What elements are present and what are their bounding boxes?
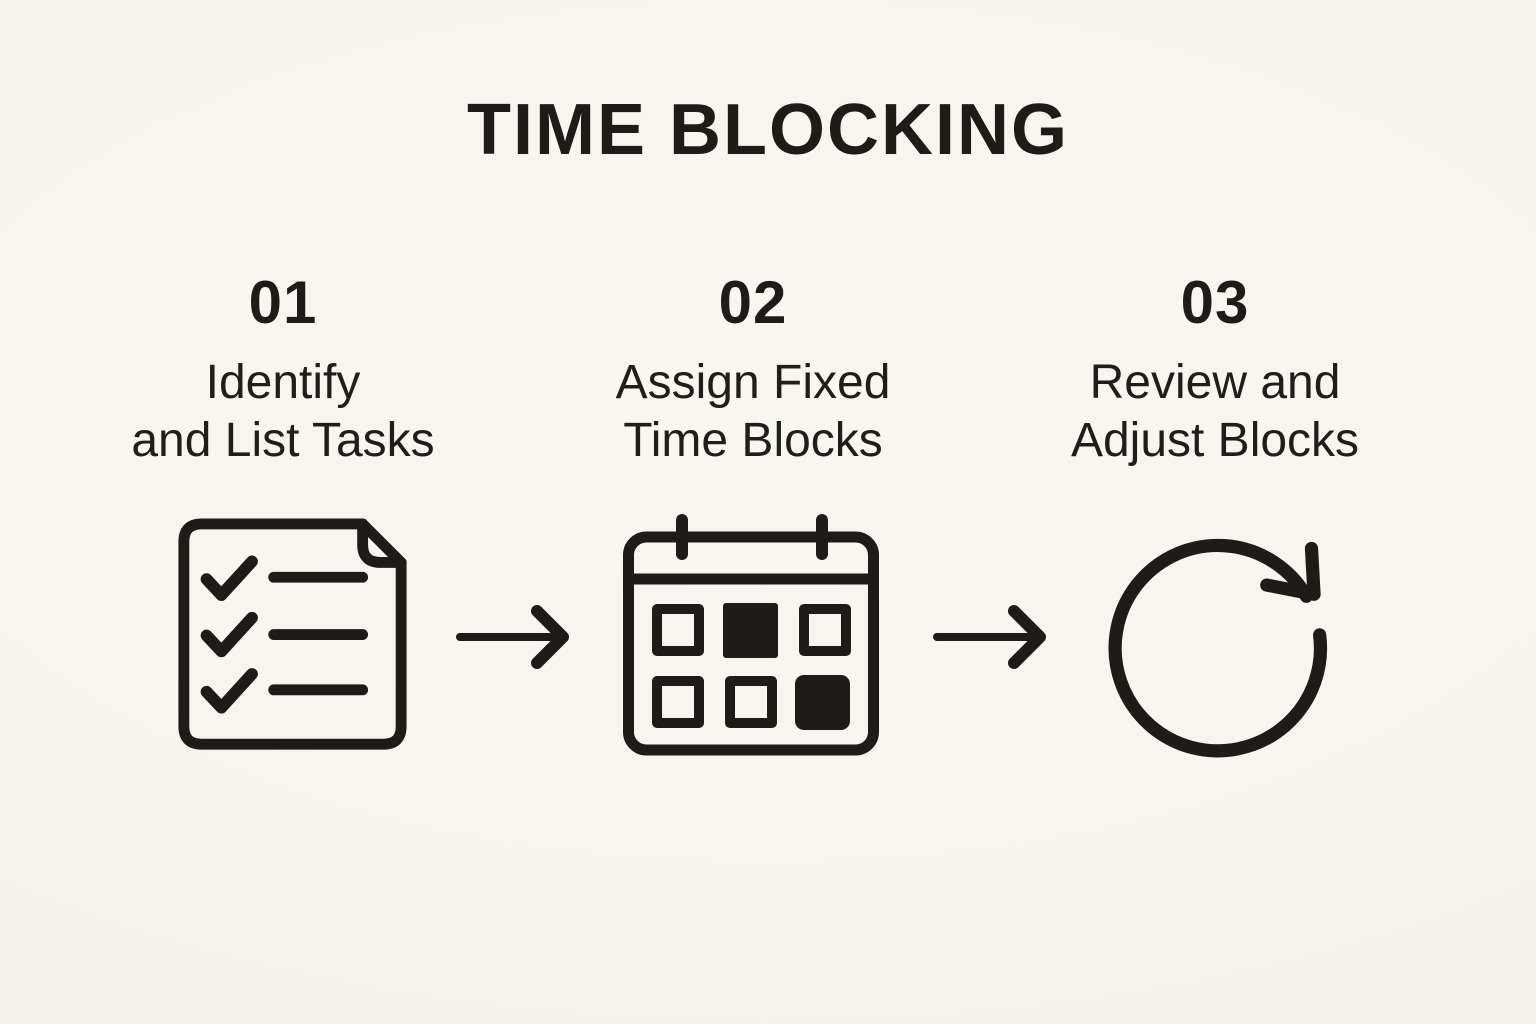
step-1-label-line2: and List Tasks <box>131 414 435 467</box>
right-arrow-icon <box>932 601 1052 673</box>
refresh-cycle-icon <box>1098 520 1342 764</box>
right-arrow-icon <box>455 601 575 673</box>
step-2-number: 02 <box>718 269 788 336</box>
step-2-label: Assign Fixed Time Blocks <box>533 354 973 470</box>
step-2: 02 Assign Fixed Time Blocks <box>533 269 973 468</box>
step-2-label-line1: Assign Fixed <box>615 356 891 409</box>
step-1: 01 Identify and List Tasks <box>63 269 503 468</box>
step-1-label-line1: Identify <box>205 356 361 409</box>
step-3-label-line2: Adjust Blocks <box>1070 414 1360 467</box>
calendar-grid-icon <box>622 514 880 758</box>
step-3-label: Review and Adjust Blocks <box>995 354 1435 470</box>
step-1-label: Identify and List Tasks <box>63 354 503 470</box>
step-3: 03 Review and Adjust Blocks <box>995 269 1435 468</box>
page-title: TIME BLOCKING <box>467 90 1069 170</box>
step-3-number: 03 <box>1180 269 1250 336</box>
checklist-document-icon <box>172 517 413 758</box>
step-3-label-line1: Review and <box>1089 356 1341 409</box>
step-2-label-line2: Time Blocks <box>623 414 883 467</box>
step-1-number: 01 <box>248 269 318 336</box>
